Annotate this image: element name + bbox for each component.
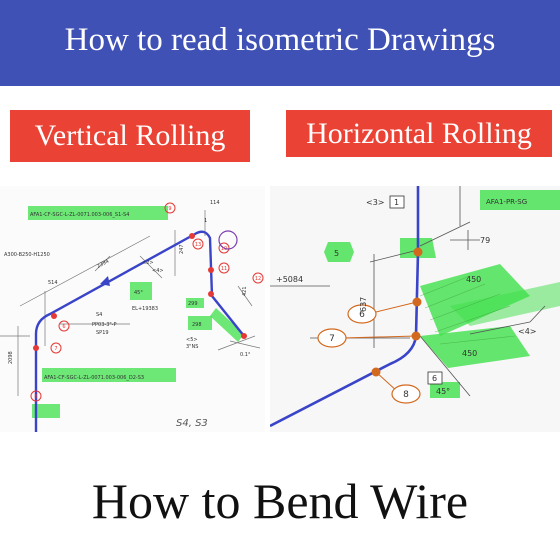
handwritten-note: S4, S3 (176, 418, 208, 429)
balloon-7-text: 7 (54, 346, 57, 352)
highlight-line-label (480, 190, 560, 210)
tag-1-right: 1 (394, 198, 399, 207)
balloon-10-text: 10 (221, 246, 227, 252)
vertical-drawing-svg: 6 7 8 9 10 11 12 13 AFA1-CF-SGC-L-ZL-007… (0, 200, 264, 432)
highlight-diagonal (210, 308, 244, 342)
balloon-10 (218, 242, 230, 254)
balloon-12-text: 12 (255, 276, 261, 282)
elevation-right: +5084 (276, 275, 303, 284)
balloon-6-right (347, 304, 377, 324)
balloon-7 (50, 342, 62, 354)
footer-title: How to Bend Wire (91, 473, 469, 529)
tag-3-right: <3> (366, 198, 385, 207)
coordinate-label: A300-B250-H1250 (4, 252, 50, 258)
tag-6-right: 6 (432, 374, 437, 383)
balloon-6-text: 6 (62, 324, 65, 330)
line-label-bottom: AFA1-CF-SGC-L-ZL-0071.003-006_D2-S3 (44, 375, 144, 381)
balloon-11 (218, 262, 230, 274)
dim-421: 421 (242, 286, 248, 296)
dim-298: 298 (192, 322, 202, 328)
angle-tag-right: 45° (436, 387, 450, 396)
balloon-13-text: 13 (195, 242, 201, 248)
dim-450-top: 450 (466, 275, 481, 284)
highlight-tag-5 (324, 242, 354, 262)
horizontal-drawing-svg: 6 7 8 <3> 1 AFA1-PR-SG 5 79 637 +5084 45… (270, 186, 560, 428)
horizontal-rolling-label: Horizontal Rolling (286, 110, 552, 157)
tag-2: <2> (142, 260, 154, 266)
dim-2098: 2098 (8, 351, 14, 364)
highlight-area-top (420, 264, 530, 336)
balloon-12 (252, 272, 264, 284)
horizontal-rolling-drawing: 6 7 8 <3> 1 AFA1-PR-SG 5 79 637 +5084 45… (270, 186, 560, 432)
spec-ns: 3"NS (186, 344, 198, 350)
elevation-left: EL+19383 (132, 306, 158, 312)
balloon-9 (164, 202, 176, 214)
header-banner: How to read isometric Drawings (0, 0, 560, 86)
dim-514: 514 (48, 280, 58, 286)
ring-marker (218, 230, 238, 250)
line-label-right: AFA1-PR-SG (486, 198, 527, 206)
vertical-rolling-label: Vertical Rolling (10, 110, 250, 162)
flow-arrow (100, 276, 110, 286)
balloon-8-text: 8 (34, 394, 37, 400)
balloon-8 (30, 390, 42, 402)
header-title: How to read isometric Drawings (64, 22, 496, 58)
dim-637: 637 (359, 297, 368, 312)
tag-1: 1 (204, 218, 207, 224)
spec-pipe: PP03-3"-P (92, 322, 117, 328)
highlight-line-label-bottom (42, 368, 176, 382)
corner-angle: 0.1° (240, 352, 251, 358)
highlight-area-bottom (420, 326, 530, 368)
balloon-6 (58, 320, 70, 332)
tag-4-right: <4> (518, 327, 537, 336)
tag-5-right: 5 (334, 249, 339, 258)
highlight-298 (188, 316, 212, 330)
dim-299: 299 (188, 301, 198, 307)
highlight-bottom-tag (32, 404, 60, 418)
highlight-299 (186, 298, 204, 308)
balloon-11-text: 11 (221, 266, 227, 272)
highlight-line-label-top (28, 206, 168, 220)
weld-points (33, 233, 247, 351)
pipe-route (34, 230, 245, 432)
balloon-9-text: 9 (168, 206, 171, 212)
highlight-area-right (450, 282, 560, 326)
balloon-7-right (317, 328, 347, 348)
angle-tag-left: 45° (134, 290, 143, 296)
dim-114: 114 (210, 200, 220, 206)
balloon-13 (192, 238, 204, 250)
spec-s4: S4 (96, 312, 102, 318)
balloon-8-right-text: 8 (403, 390, 409, 400)
balloon-7-right-text: 7 (329, 334, 335, 344)
vertical-rolling-drawing: 6 7 8 9 10 11 12 13 AFA1-CF-SGC-L-ZL-007… (0, 186, 265, 432)
line-label-top: AFA1-CF-SGC-L-ZL-0071.003-006_S1-S4 (30, 212, 129, 218)
balloon-8-right (391, 384, 421, 404)
spec-sp: SP19 (96, 330, 109, 336)
balloon-6-right-text: 6 (359, 310, 365, 320)
tag-6-box (427, 371, 443, 385)
tag-5: <5> (186, 337, 198, 343)
dim-450-bottom: 450 (462, 349, 477, 358)
dim-2394: 2394 (96, 258, 110, 269)
highlight-angle-tag (430, 382, 460, 398)
tag-1-box (389, 195, 405, 209)
dim-79: 79 (480, 236, 490, 245)
dim-247: 247 (179, 244, 185, 254)
highlight-angle-tag (130, 282, 152, 300)
tag-4: <4> (152, 268, 164, 274)
weld-points (371, 247, 423, 377)
